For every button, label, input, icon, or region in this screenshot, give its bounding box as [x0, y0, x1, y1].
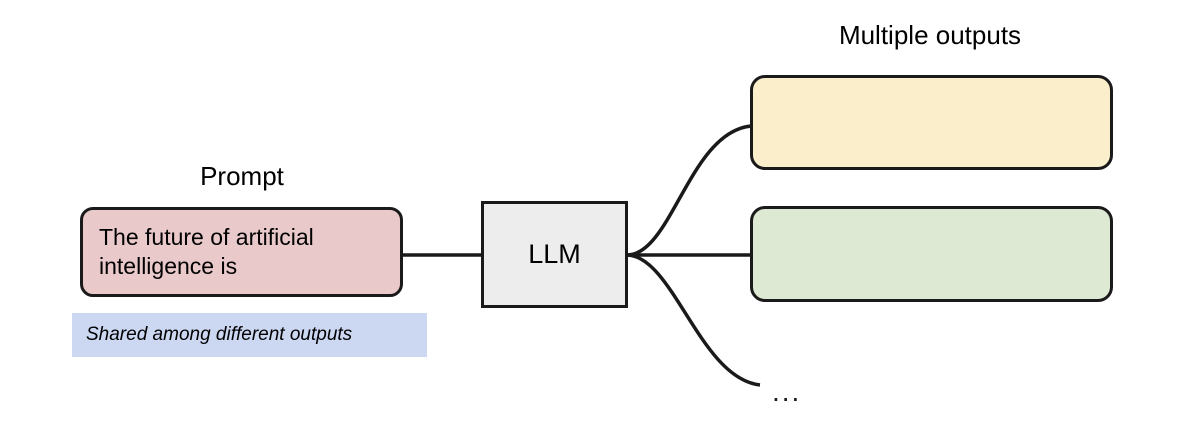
- output-node-1[interactable]: [750, 75, 1113, 170]
- multiple-outputs-label: Multiple outputs: [838, 20, 1022, 50]
- output-node-2[interactable]: [750, 206, 1113, 302]
- prompt-node-text: The future of artificial intelligence is: [99, 224, 314, 279]
- prompt-label: Prompt: [200, 161, 284, 191]
- shared-annotation-text: Shared among different outputs: [86, 324, 353, 345]
- prompt-node[interactable]: The future of artificial intelligence is: [80, 207, 403, 297]
- llm-node-text: LLM: [528, 239, 581, 269]
- llm-node[interactable]: LLM: [481, 201, 628, 308]
- shared-annotation-banner: Shared among different outputs: [72, 313, 427, 357]
- edge-model-to-output-1: [627, 124, 752, 257]
- more-outputs-ellipsis: ...: [772, 376, 802, 407]
- edge-model-to-more-outputs: [627, 253, 761, 387]
